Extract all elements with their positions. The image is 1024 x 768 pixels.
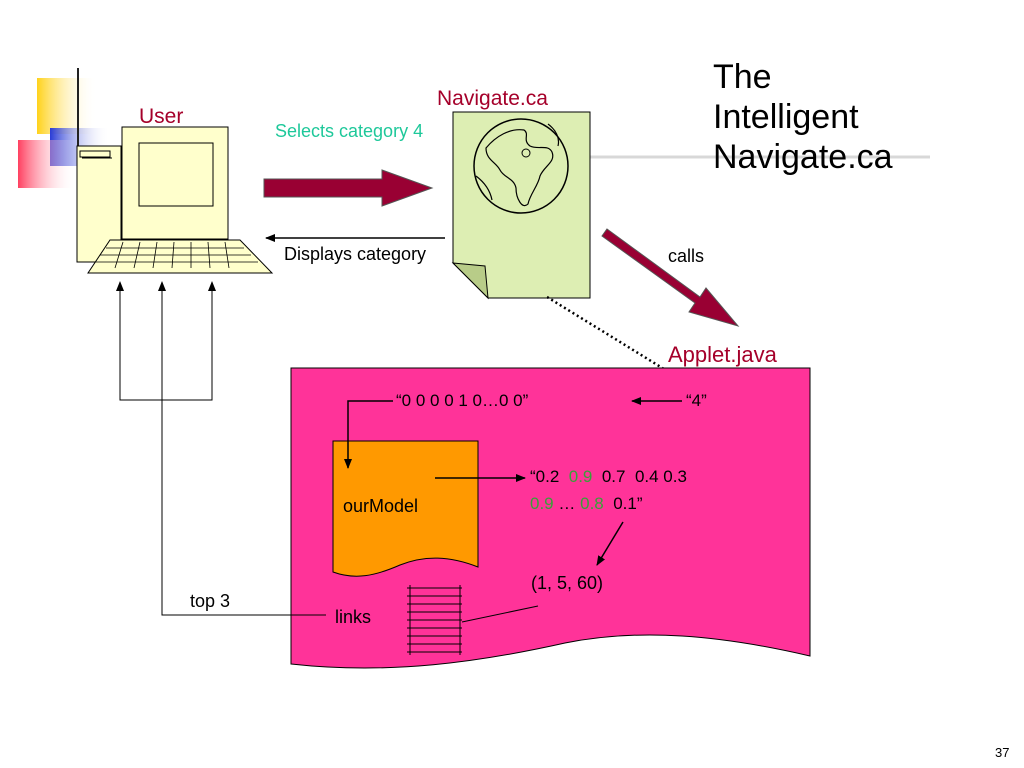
vector-to-model-arrow — [344, 400, 393, 469]
selects-arrow — [263, 169, 434, 207]
ids-to-links-line — [461, 605, 539, 623]
ourmodel-shape — [332, 440, 479, 577]
score-value-highlighted: 0.8 — [580, 494, 604, 513]
selects-label: Selects category 4 — [275, 121, 424, 141]
title-line: Navigate.ca — [713, 138, 893, 176]
scores-to-ids-arrow — [596, 521, 624, 566]
links-label: links — [335, 607, 372, 627]
score-value: 0.7 — [601, 467, 626, 486]
score-value: 0.1” — [613, 494, 643, 513]
links-to-user-line — [158, 281, 326, 616]
displays-label: Displays category — [284, 244, 427, 264]
navigate-label: Navigate.ca — [437, 87, 548, 110]
slide-title: The Intelligent Navigate.ca — [713, 57, 893, 177]
score-value-highlighted: 0.9 — [568, 467, 593, 486]
applet-label: Applet.java — [668, 342, 777, 367]
user-label: User — [139, 105, 184, 128]
ourmodel-label: ourModel — [343, 496, 419, 516]
page-number: 37 — [995, 745, 1010, 760]
computer-icon — [76, 126, 274, 274]
category-value-text: “4” — [686, 391, 707, 410]
title-line: Intelligent — [713, 98, 859, 136]
scores-line-2: 0.9 … 0.8 0.1” — [530, 495, 643, 512]
score-ellipsis: … — [558, 494, 576, 513]
links-list-icon — [407, 585, 462, 655]
score-value-highlighted: 0.9 — [530, 494, 554, 513]
title-line: The — [713, 58, 772, 96]
keyboard-loop-line — [119, 283, 213, 401]
scores-line-1: “0.2 0.9 0.7 0.4 0.3 — [530, 468, 687, 485]
globe-icon — [473, 118, 569, 214]
calls-label: calls — [668, 246, 705, 266]
navigate-page-icon — [451, 111, 591, 300]
score-value: “0.2 — [530, 467, 560, 486]
score-value: 0.4 0.3 — [634, 467, 687, 486]
top3-label: top 3 — [190, 591, 231, 611]
top-ids-text: (1, 5, 60) — [531, 573, 604, 593]
calls-arrow — [601, 228, 740, 327]
vector-input-text: “0 0 0 0 1 0…0 0” — [396, 391, 529, 410]
